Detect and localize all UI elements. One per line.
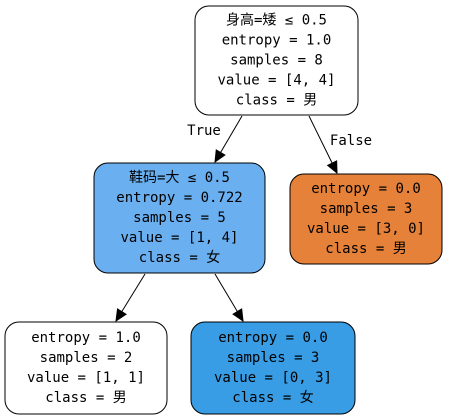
node-box [93,162,266,274]
tree-edge [115,273,146,323]
node-text-line: class = 男 [325,241,406,257]
node-text-line: entropy = 0.722 [116,190,242,206]
tree-edge: False [308,115,372,175]
node-text-line: value = [1, 4] [120,230,238,246]
arrowhead-icon [232,308,244,323]
node-text-line: entropy = 0.0 [311,181,421,197]
edge-line [308,115,333,164]
node-text-line: samples = 3 [227,350,320,366]
node-text-line: samples = 3 [320,201,413,217]
node-text-line: class = 男 [236,93,317,109]
edge-line [121,273,146,312]
node-text-line: class = 男 [45,390,126,406]
node-text-line: value = [3, 0] [307,221,425,237]
tree-edge: True [187,115,243,164]
tree-node-left-left: entropy = 1.0 samples = 2 value = [1, 1] cl… [4,321,168,415]
edge-line [214,273,238,312]
node-box [4,321,168,415]
tree-node-left-right: entropy = 0.0 samples = 3 value = [0, 3] cl… [190,321,356,415]
tree-node-right: entropy = 0.0 samples = 3 value = [3, 0] cl… [289,173,443,265]
node-text-line: entropy = 0.0 [218,330,328,346]
node-box [190,321,356,415]
tree-edge [214,273,244,323]
node-text-line: entropy = 1.0 [31,330,141,346]
node-text-line: 鞋码=大 ≤ 0.5 [129,170,230,186]
arrowhead-icon [115,308,127,323]
node-text-line: value = [1, 1] [27,370,145,386]
tree-node-left: 鞋码=大 ≤ 0.5 entropy = 0.722 samples = 5 valu… [93,162,266,274]
tree-node-root: 身高=矮 ≤ 0.5 entropy = 1.0 samples = 8 value … [194,5,359,116]
node-text-line: samples = 8 [230,53,323,69]
arrowhead-icon [214,149,226,164]
node-text-line: class = 女 [139,249,220,266]
node-box [289,173,443,265]
node-text-line: value = [0, 3] [214,370,332,386]
arrowhead-icon [326,160,338,175]
node-text-line: entropy = 1.0 [222,33,332,49]
node-text-line: 身高=矮 ≤ 0.5 [226,12,327,29]
edge-line [220,115,243,153]
edge-label-false: False [330,133,372,149]
node-text-line: samples = 5 [133,210,226,226]
node-text-line: class = 女 [232,389,313,406]
edge-label-true: True [187,123,221,139]
node-box [194,5,359,116]
node-text-line: samples = 2 [40,350,133,366]
nodes-layer: 身高=矮 ≤ 0.5 entropy = 1.0 samples = 8 value … [4,5,443,415]
node-text-line: value = [4, 4] [217,73,335,89]
